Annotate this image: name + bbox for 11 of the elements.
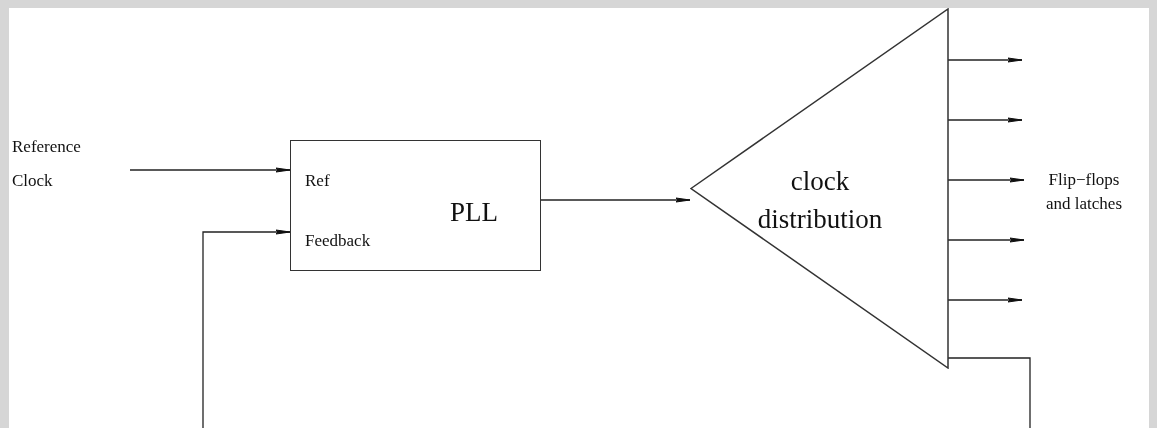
output-label: Flip−flops and latches [1045, 169, 1123, 215]
feedback-arrow [202, 229, 1031, 428]
distribution-triangle [690, 8, 949, 369]
pll-block [290, 140, 541, 271]
arrow [129, 167, 291, 173]
input-label: Reference Clock [12, 136, 82, 192]
block-label: PLL [450, 197, 498, 228]
block-label: clock distribution [756, 165, 884, 236]
arrow [540, 197, 691, 203]
port-label: Ref [305, 171, 330, 191]
port-label: Feedback [305, 231, 371, 251]
